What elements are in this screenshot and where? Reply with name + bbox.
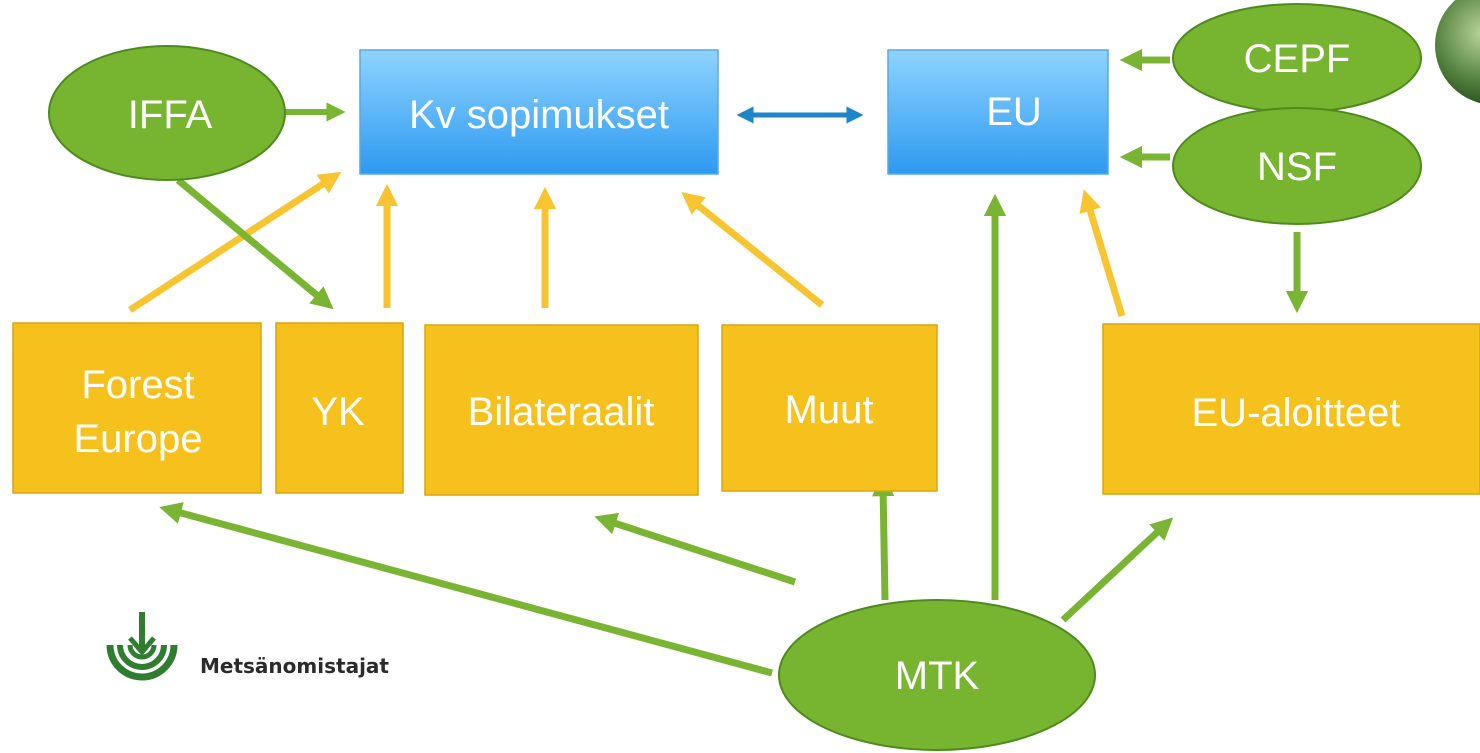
node-iffa-label: IFFA <box>128 93 213 137</box>
arrow-mtk-to-muut <box>871 473 895 601</box>
node-cepf: CEPF <box>1172 3 1422 113</box>
arrow-muut-to-kv <box>681 191 825 308</box>
corner-photo <box>1435 0 1480 104</box>
node-eu-label: EU <box>986 90 1042 134</box>
node-yk: YK <box>275 322 404 494</box>
node-eu: EU <box>887 49 1109 175</box>
node-kv-sopimukset-label: Kv sopimukset <box>409 93 669 137</box>
node-iffa: IFFA <box>48 45 286 181</box>
arrow-iffa-to-yk <box>175 177 334 310</box>
node-forest-europe-label-line1: Forest <box>81 363 194 407</box>
node-forest-europe-label-line2: Europe <box>74 417 203 461</box>
node-eu-aloitteet: EU-aloitteet <box>1102 323 1480 495</box>
forest-owners-logo-icon <box>106 612 178 681</box>
node-nsf-label: NSF <box>1257 145 1337 189</box>
node-yk-label: YK <box>311 390 365 434</box>
arrow-mtk-to-eu-aloitteet <box>1060 517 1174 623</box>
arrow-forest-europe-to-kv <box>128 171 342 313</box>
leaf-photo-icon <box>1435 0 1480 104</box>
node-muut: Muut <box>721 324 938 492</box>
logo: Metsänomistajat <box>106 612 389 681</box>
node-eu-aloitteet-label: EU-aloitteet <box>1192 391 1401 435</box>
node-bilateraalit-label: Bilateraalit <box>468 390 655 434</box>
node-forest-europe: Forest Europe <box>12 322 262 494</box>
node-nsf: NSF <box>1172 107 1422 225</box>
node-mtk: MTK <box>778 599 1096 751</box>
node-muut-label: Muut <box>785 388 874 432</box>
node-bilateraalit: Bilateraalit <box>424 324 699 496</box>
node-kv-sopimukset: Kv sopimukset <box>359 49 719 175</box>
logo-text: Metsänomistajat <box>200 654 389 678</box>
node-mtk-label: MTK <box>895 654 980 698</box>
arrows <box>128 48 1309 677</box>
arrow-mtk-to-forest-europe <box>159 502 773 677</box>
arrow-eu-aloitteet-to-eu <box>1079 189 1126 318</box>
node-cepf-label: CEPF <box>1244 37 1351 81</box>
arrow-mtk-to-bilateraalit <box>594 512 797 586</box>
